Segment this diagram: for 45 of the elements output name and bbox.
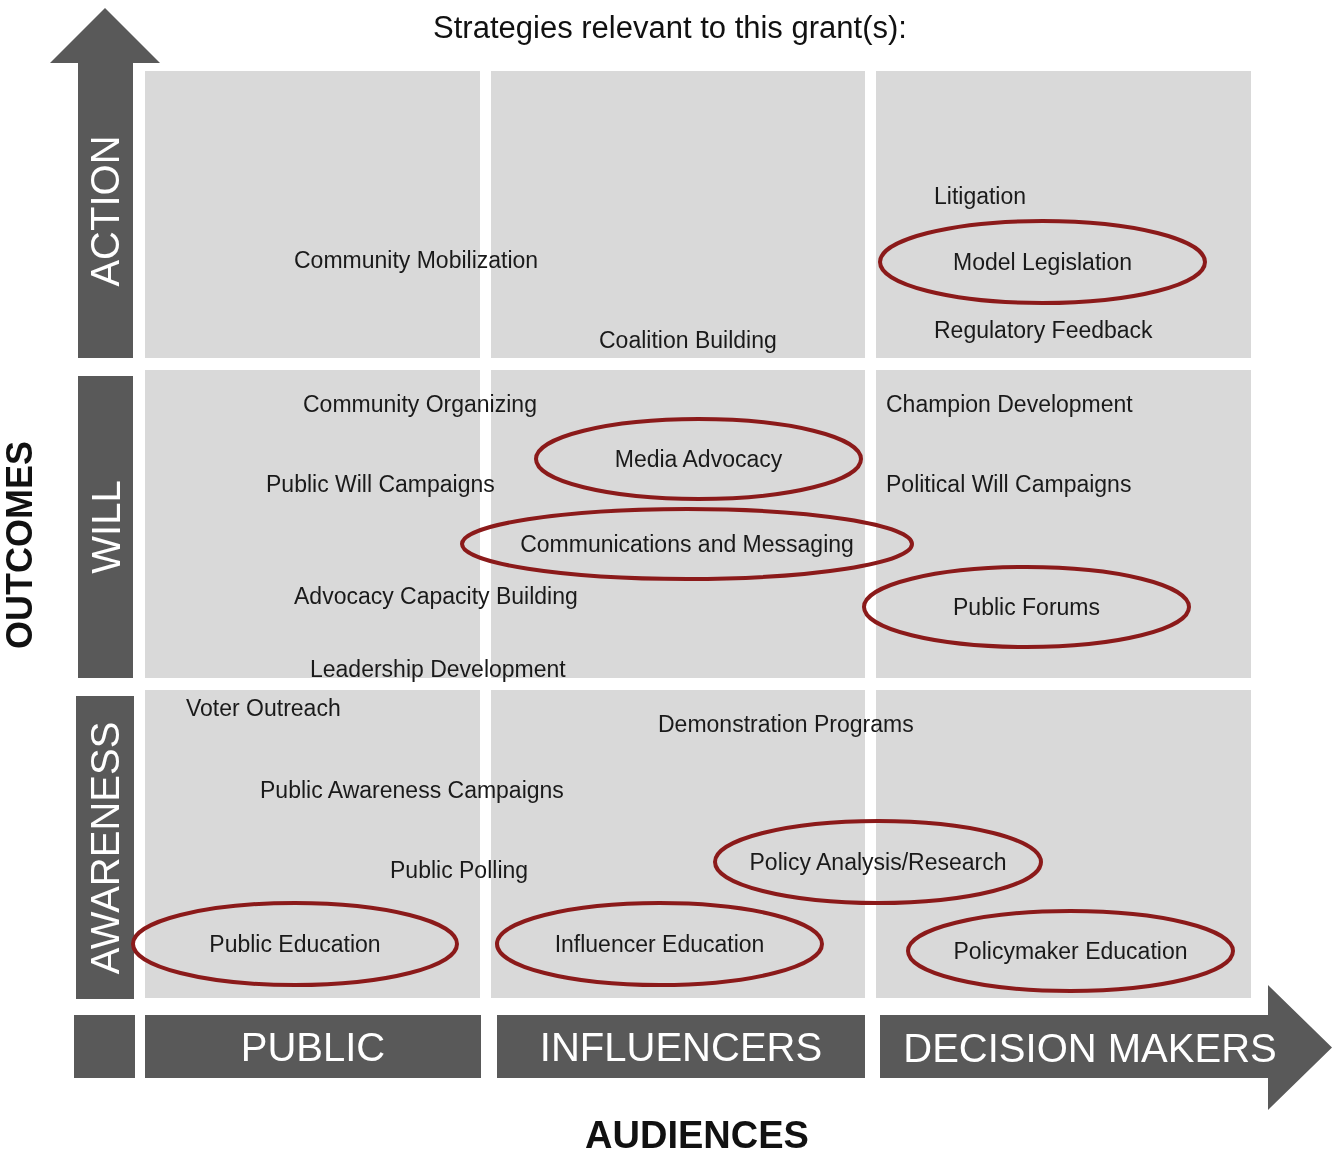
axis-arrow xyxy=(50,8,160,358)
highlight-ellipse xyxy=(494,900,825,988)
axis-band xyxy=(145,1015,481,1078)
axis-label: DECISION MAKERS xyxy=(903,1025,1277,1070)
strategy-label: Advocacy Capacity Building xyxy=(294,582,578,610)
strategy-label: Public Will Campaigns xyxy=(266,470,495,498)
axis-label: ACTION xyxy=(82,134,128,287)
axis-title: AUDIENCES xyxy=(585,1113,809,1157)
highlight-ellipse xyxy=(861,564,1192,650)
strategy-label: Community Mobilization xyxy=(294,246,539,274)
strategy-label: Public Polling xyxy=(390,856,529,884)
strategy-label: Influencer Education xyxy=(554,930,765,958)
strategy-label: Leadership Development xyxy=(310,655,566,683)
strategy-label: Media Advocacy xyxy=(614,445,783,473)
axis-label: WILL xyxy=(83,480,128,574)
highlight-ellipse xyxy=(905,908,1236,994)
axis-label: AWARENESS xyxy=(82,721,128,974)
axis-band xyxy=(497,1015,865,1078)
axis-band xyxy=(76,696,134,999)
strategy-label: Voter Outreach xyxy=(186,694,341,722)
strategy-label: Community Organizing xyxy=(303,390,537,418)
highlight-ellipse xyxy=(130,900,460,988)
strategy-label: Policymaker Education xyxy=(953,937,1188,965)
strategy-label: Policy Analysis/Research xyxy=(749,848,1007,876)
axis-label: PUBLIC xyxy=(240,1024,386,1069)
highlight-ellipse xyxy=(712,818,1044,906)
axis-band xyxy=(78,376,133,678)
highlight-ellipse xyxy=(459,506,915,582)
strategy-label: Public Forums xyxy=(953,593,1100,621)
strategy-label: Model Legislation xyxy=(953,248,1132,276)
highlight-ellipse xyxy=(877,218,1208,306)
axis-title: OUTCOMES xyxy=(0,441,41,649)
strategy-label: Political Will Campaigns xyxy=(886,470,1132,498)
strategy-label: Demonstration Programs xyxy=(658,710,914,738)
strategy-label: Communications and Messaging xyxy=(520,530,854,558)
axis-arrow xyxy=(880,985,1332,1110)
strategy-label: Champion Development xyxy=(886,390,1133,418)
strategy-label: Public Awareness Campaigns xyxy=(260,776,564,804)
chart-title: Strategies relevant to this grant(s): xyxy=(432,10,908,46)
strategy-label: Litigation xyxy=(934,182,1027,210)
highlight-ellipse xyxy=(533,416,864,502)
strategy-label: Public Education xyxy=(209,930,381,958)
strategy-label: Coalition Building xyxy=(599,326,777,354)
strategy-label: Regulatory Feedback xyxy=(934,316,1153,344)
axis-label: INFLUENCERS xyxy=(539,1024,823,1069)
